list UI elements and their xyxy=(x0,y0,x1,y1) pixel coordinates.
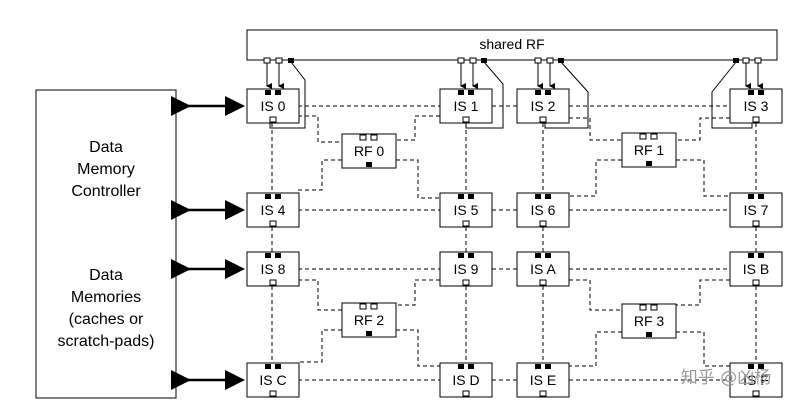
register-file-2: RF 2 xyxy=(341,302,397,338)
issue-slot-5: IS 5 xyxy=(439,192,493,228)
issue-slot-e: IS E xyxy=(516,362,570,398)
issue-slot-1: IS 1 xyxy=(439,88,493,124)
memory-links xyxy=(171,96,245,390)
issue-slot-0: IS 0 xyxy=(246,88,300,124)
shared-rf-label: shared RF xyxy=(479,36,544,52)
controller-line-3: Controller xyxy=(71,183,141,200)
issue-slot-7: IS 7 xyxy=(729,192,783,228)
issue-slot-label: IS 8 xyxy=(261,261,286,277)
issue-slot-label: IS 9 xyxy=(454,261,479,277)
issue-slot-f: IS F xyxy=(729,362,783,398)
register-file-label: RF 3 xyxy=(634,313,665,329)
issue-slot-9: IS 9 xyxy=(439,251,493,287)
issue-slot-c: IS C xyxy=(246,362,300,398)
issue-slot-label: IS C xyxy=(259,372,286,388)
issue-slot-a: IS A xyxy=(516,251,570,287)
shared-rf-port-markers xyxy=(263,57,762,64)
issue-slot-label: IS 0 xyxy=(261,98,286,114)
register-file-label: RF 0 xyxy=(354,143,385,159)
issue-slot-label: IS 3 xyxy=(744,98,769,114)
issue-slot-8: IS 8 xyxy=(246,251,300,287)
memories-line-4: scratch-pads) xyxy=(58,333,155,350)
memories-line-3: (caches or xyxy=(69,311,144,328)
register-file-1: RF 1 xyxy=(621,132,677,168)
issue-slot-label: IS 1 xyxy=(454,98,479,114)
register-file-0: RF 0 xyxy=(341,133,397,169)
issue-slot-4: IS 4 xyxy=(246,192,300,228)
memories-line-2: Memories xyxy=(71,289,141,306)
register-files: RF 0 RF 1 RF 2 RF 3 xyxy=(341,132,677,339)
issue-slot-6: IS 6 xyxy=(516,192,570,228)
interconnect xyxy=(271,105,757,381)
register-file-3: RF 3 xyxy=(621,303,677,339)
issue-slot-label: IS 7 xyxy=(744,202,769,218)
issue-slot-label: IS B xyxy=(743,261,769,277)
register-file-label: RF 2 xyxy=(354,312,385,328)
issue-slot-d: IS D xyxy=(439,362,493,398)
issue-slot-label: IS 4 xyxy=(261,202,286,218)
issue-slot-label: IS E xyxy=(530,372,556,388)
issue-slot-label: IS D xyxy=(452,372,479,388)
issue-slot-label: IS F xyxy=(743,372,769,388)
watermark: 知乎 @凶杨 xyxy=(681,368,771,388)
issue-slot-label: IS 6 xyxy=(531,202,556,218)
memories-line-1: Data xyxy=(89,267,123,284)
register-file-label: RF 1 xyxy=(634,142,665,158)
issue-slot-b: IS B xyxy=(729,251,783,287)
issue-slot-label: IS A xyxy=(530,261,556,277)
controller-line-1: Data xyxy=(89,139,123,156)
issue-slot-2: IS 2 xyxy=(516,88,570,124)
issue-slots: IS 0 IS 1 IS 2 IS 3 IS 4 IS 5 IS 6 IS 7 IS 8 IS 9… xyxy=(246,88,783,398)
issue-slot-3: IS 3 xyxy=(729,88,783,124)
data-memory-controller: Data Memory Controller Data Memories (ca… xyxy=(35,89,177,399)
shared-rf-ports xyxy=(266,61,763,129)
issue-slot-label: IS 5 xyxy=(454,202,479,218)
controller-line-2: Memory xyxy=(77,161,135,178)
shared-rf: shared RF xyxy=(246,29,778,61)
issue-slot-label: IS 2 xyxy=(531,98,556,114)
